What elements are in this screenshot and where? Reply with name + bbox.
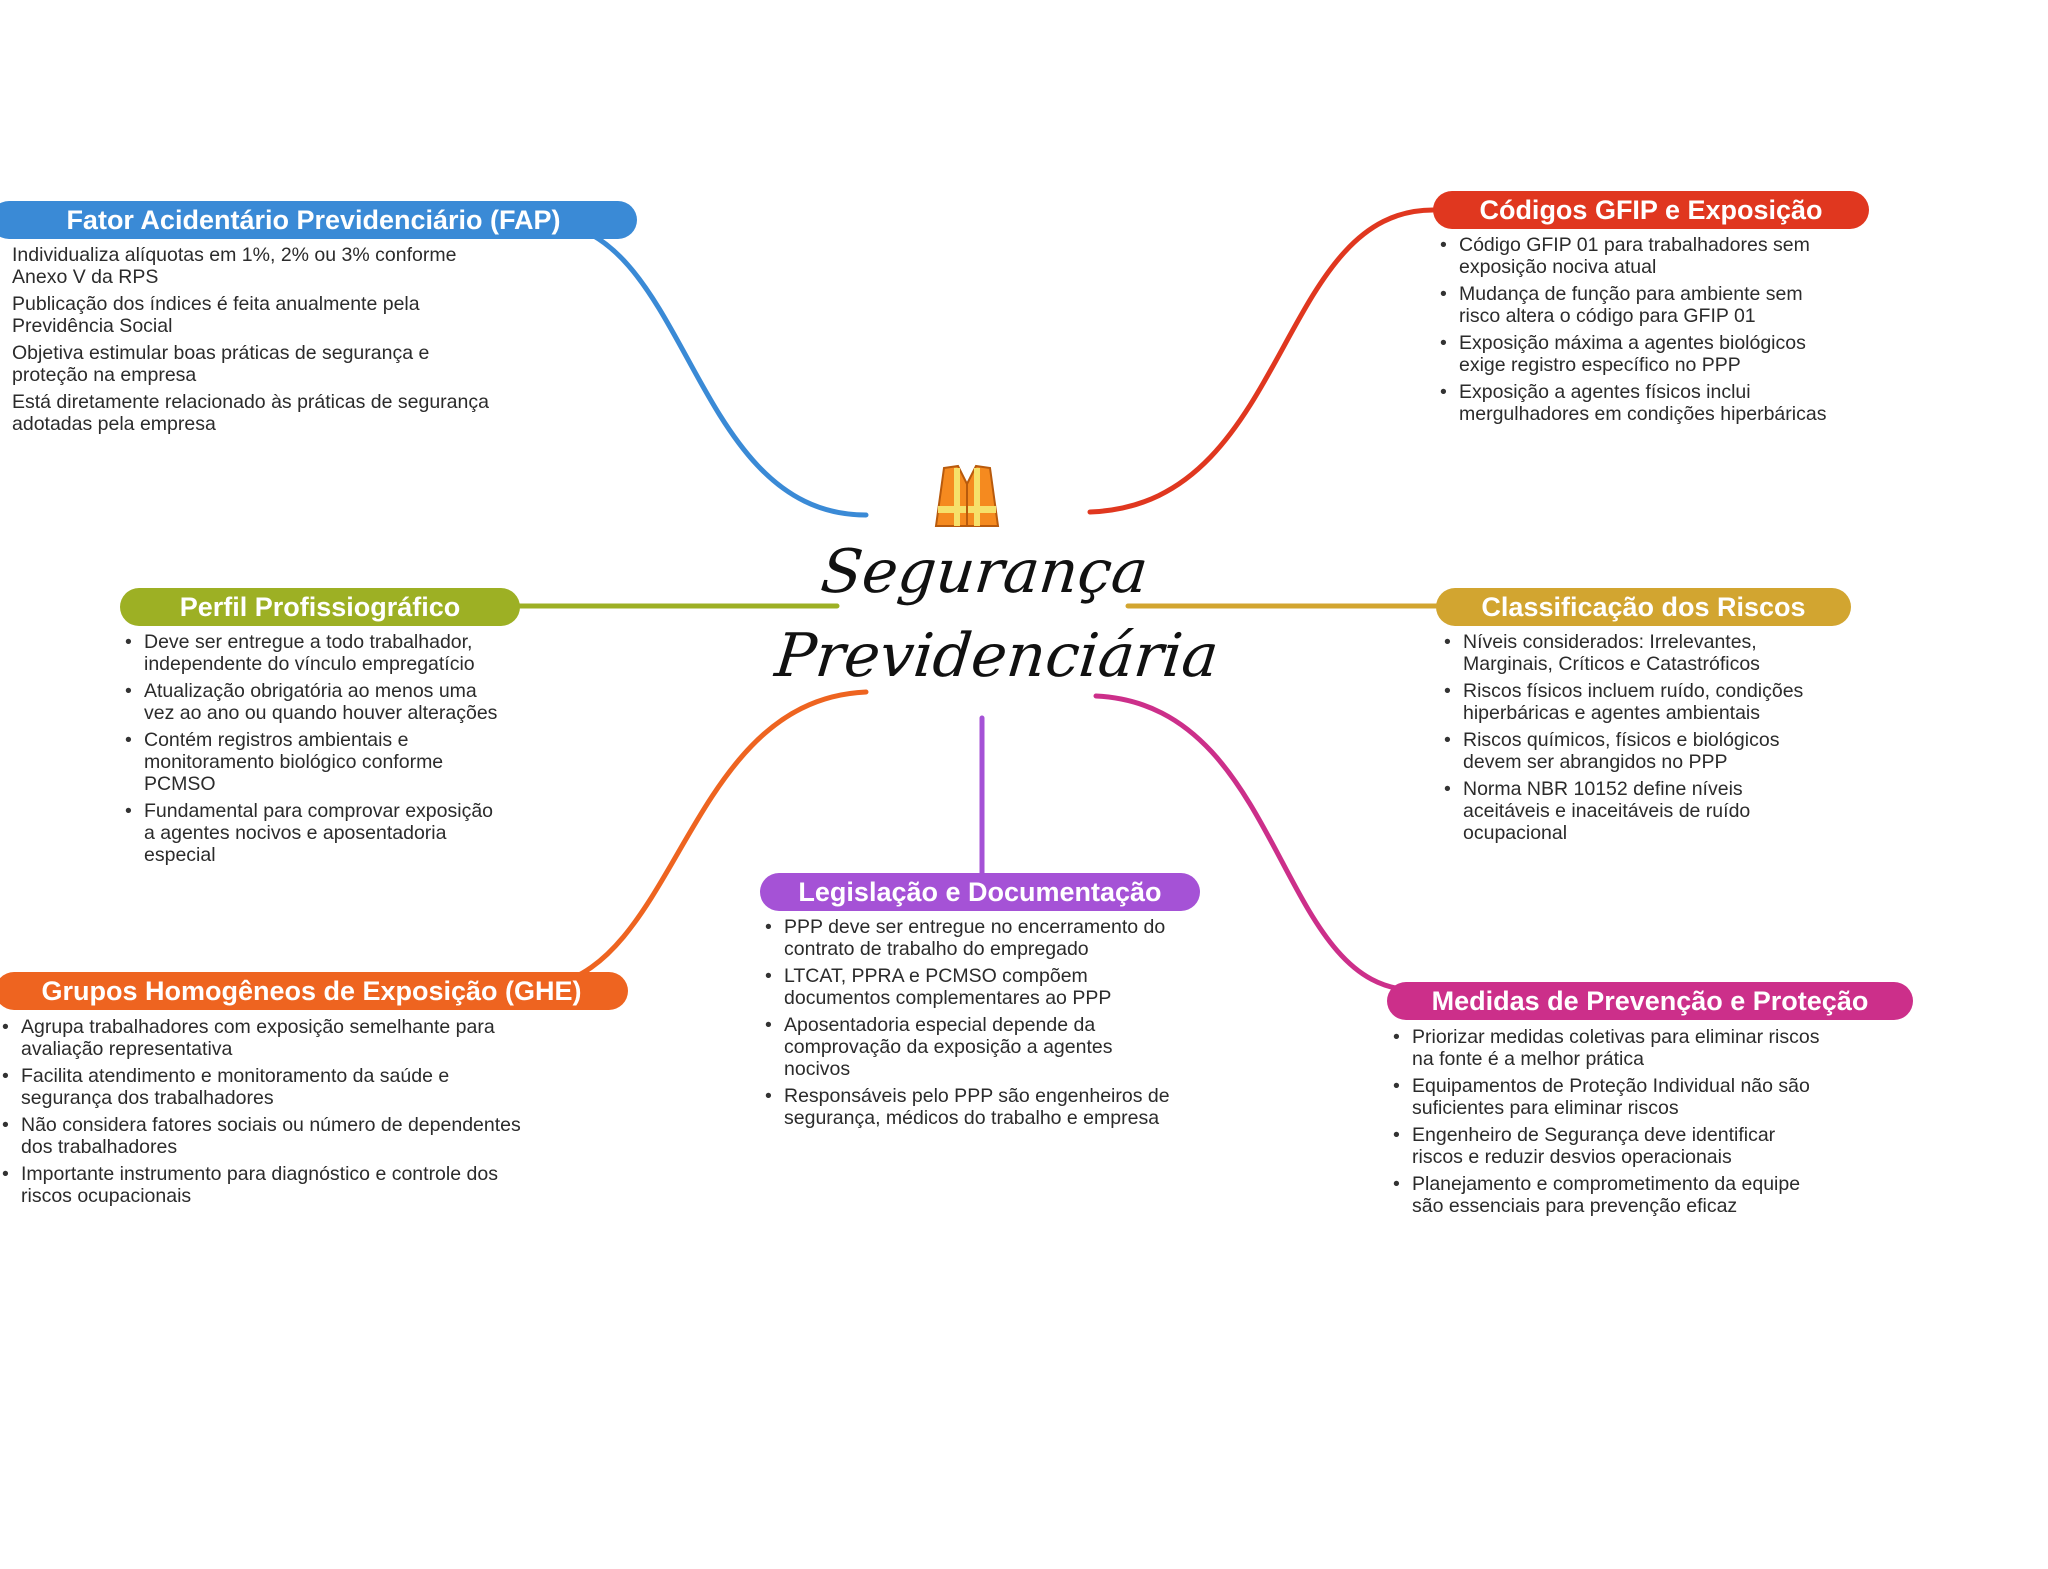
branch-title-perfil-label: Perfil Profissiográfico: [179, 592, 461, 622]
list-item: Fundamental para comprovar exposição a a…: [122, 800, 507, 866]
branch-list-perfil: Deve ser entregue a todo trabalhador, in…: [122, 631, 507, 871]
list-item: Riscos físicos incluem ruído, condições …: [1441, 680, 1826, 724]
list-item: Publicação dos índices é feita anualment…: [0, 293, 490, 337]
list-item: Deve ser entregue a todo trabalhador, in…: [122, 631, 507, 675]
branch-title-fap: Fator Acidentário Previdenciário (FAP): [0, 201, 637, 239]
connector-medidas: [1093, 693, 1418, 993]
list-item: Níveis considerados: Irrelevantes, Margi…: [1441, 631, 1826, 675]
branch-title-classificacao: Classificação dos Riscos: [1436, 588, 1851, 626]
list-item: Engenheiro de Segurança deve identificar…: [1390, 1124, 1830, 1168]
list-item: Importante instrumento para diagnóstico …: [0, 1163, 529, 1207]
list-item: Priorizar medidas coletivas para elimina…: [1390, 1026, 1830, 1070]
branch-list-classificacao: Níveis considerados: Irrelevantes, Margi…: [1441, 631, 1826, 849]
branch-list-ghe: Agrupa trabalhadores com exposição semel…: [0, 1016, 529, 1212]
branch-title-perfil: Perfil Profissiográfico: [120, 588, 520, 626]
list-item: Riscos químicos, físicos e biológicos de…: [1441, 729, 1826, 773]
list-item: Planejamento e comprometimento da equipe…: [1390, 1173, 1830, 1217]
connector-gfip: [1087, 207, 1436, 515]
central-title: Segurança Previdenciária: [771, 530, 1222, 698]
list-item: Individualiza alíquotas em 1%, 2% ou 3% …: [0, 244, 490, 288]
list-item: Atualização obrigatória ao menos uma vez…: [122, 680, 507, 724]
list-item: Mudança de função para ambiente sem risc…: [1437, 283, 1832, 327]
branch-title-medidas: Medidas de Prevenção e Proteção: [1387, 982, 1913, 1020]
list-item: Exposição máxima a agentes biológicos ex…: [1437, 332, 1832, 376]
list-item: Responsáveis pelo PPP são engenheiros de…: [762, 1085, 1182, 1129]
connector-fap: [544, 219, 869, 518]
safety-vest-icon: [934, 464, 1000, 527]
list-item: Contém registros ambientais e monitorame…: [122, 729, 507, 795]
list-item: Exposição a agentes físicos inclui mergu…: [1437, 381, 1832, 425]
branch-title-medidas-label: Medidas de Prevenção e Proteção: [1431, 986, 1869, 1016]
branch-list-medidas: Priorizar medidas coletivas para elimina…: [1390, 1026, 1830, 1222]
branch-title-legislacao: Legislação e Documentação: [760, 873, 1200, 911]
branch-title-ghe: Grupos Homogêneos de Exposição (GHE): [0, 972, 628, 1010]
list-item: Objetiva estimular boas práticas de segu…: [0, 342, 490, 386]
branch-title-fap-label: Fator Acidentário Previdenciário (FAP): [66, 205, 561, 235]
branch-title-classificacao-label: Classificação dos Riscos: [1481, 592, 1806, 622]
branch-title-ghe-label: Grupos Homogêneos de Exposição (GHE): [41, 976, 582, 1006]
branch-list-gfip: Código GFIP 01 para trabalhadores sem ex…: [1437, 234, 1832, 430]
branch-title-gfip: Códigos GFIP e Exposição: [1433, 191, 1869, 229]
branch-title-legislacao-label: Legislação e Documentação: [798, 877, 1162, 907]
list-item: Norma NBR 10152 define níveis aceitáveis…: [1441, 778, 1826, 844]
connector-ghe: [550, 689, 869, 988]
central-title-line-2: Previdenciária: [771, 621, 1222, 691]
list-item: LTCAT, PPRA e PCMSO compõem documentos c…: [762, 965, 1182, 1009]
list-item: Está diretamente relacionado às práticas…: [0, 391, 490, 435]
list-item: PPP deve ser entregue no encerramento do…: [762, 916, 1182, 960]
central-title-line-1: Segurança: [817, 537, 1152, 607]
branch-list-fap: Individualiza alíquotas em 1%, 2% ou 3% …: [0, 244, 490, 440]
list-item: Aposentadoria especial depende da compro…: [762, 1014, 1182, 1080]
list-item: Não considera fatores sociais ou número …: [0, 1114, 529, 1158]
branch-list-legislacao: PPP deve ser entregue no encerramento do…: [762, 916, 1182, 1134]
list-item: Facilita atendimento e monitoramento da …: [0, 1065, 529, 1109]
branch-title-gfip-label: Códigos GFIP e Exposição: [1479, 195, 1823, 225]
list-item: Agrupa trabalhadores com exposição semel…: [0, 1016, 529, 1060]
list-item: Código GFIP 01 para trabalhadores sem ex…: [1437, 234, 1832, 278]
list-item: Equipamentos de Proteção Individual não …: [1390, 1075, 1830, 1119]
